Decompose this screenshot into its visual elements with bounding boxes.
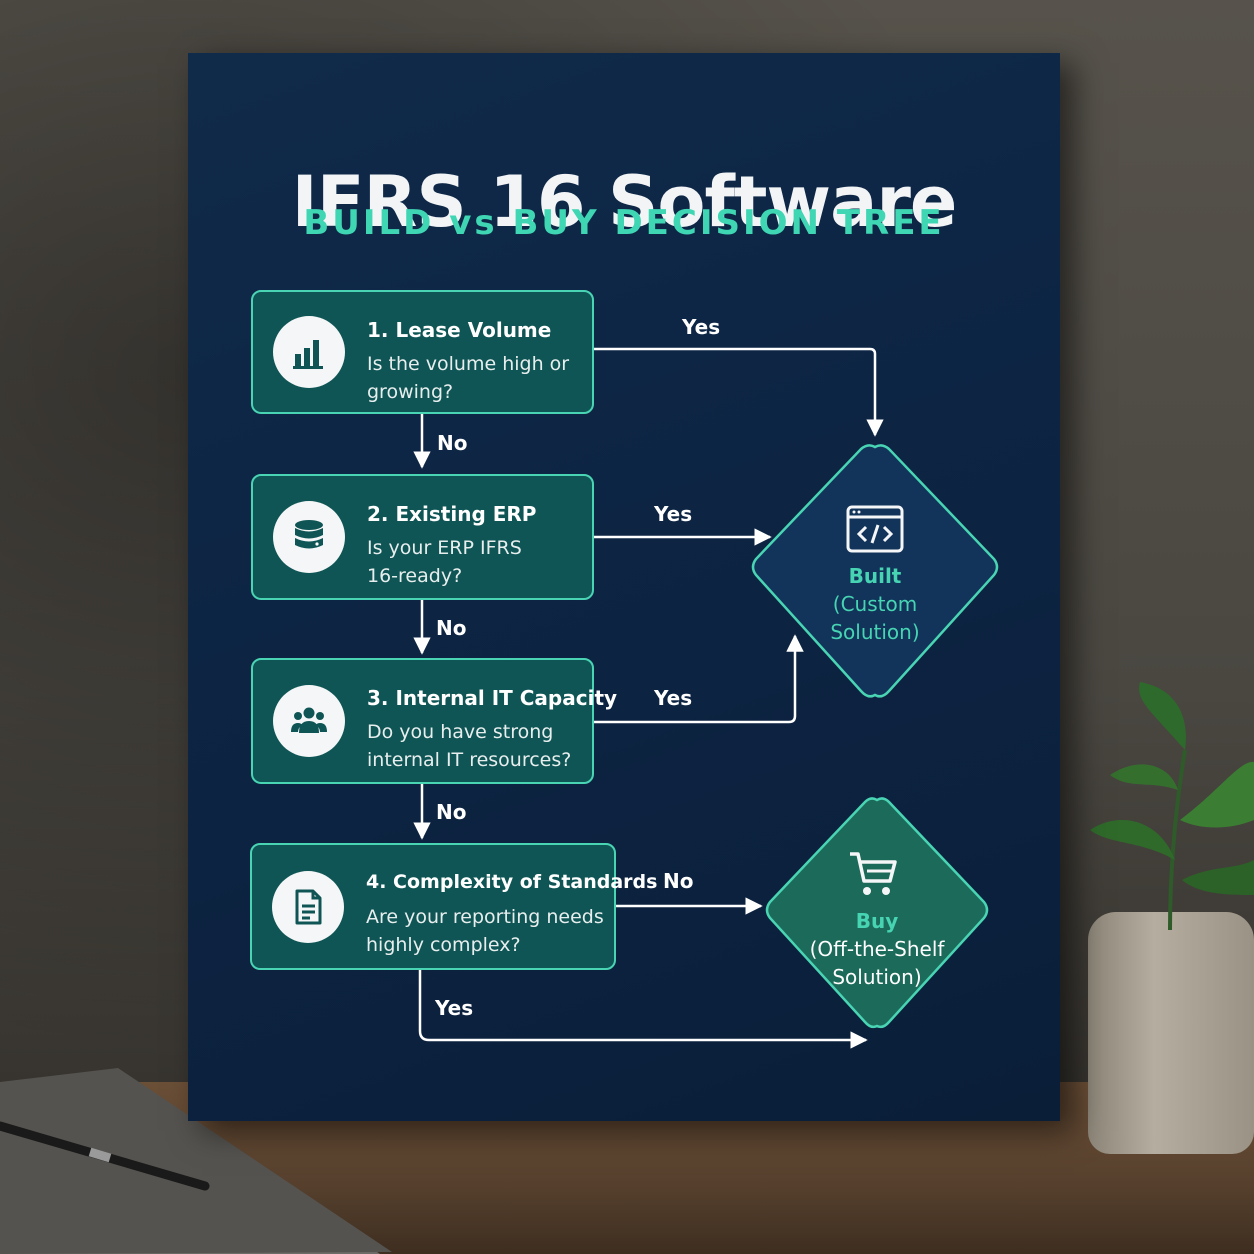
step-title: 3. Internal IT Capacity (367, 686, 618, 710)
edge-label-s3-yes: Yes (654, 686, 693, 710)
poster-subtitle: BUILD vs BUY DECISION TREE (303, 203, 945, 243)
bar-chart-icon (293, 340, 323, 369)
shopping-cart-icon (850, 852, 897, 895)
step-question: Is the volume high or growing? (367, 353, 570, 403)
connector-arrows (413, 347, 884, 1049)
step-node-existing-erp: 2. Existing ERP Is your ERP IFRS 16-read… (251, 474, 594, 600)
edge-label-s2-yes: Yes (654, 502, 693, 526)
poster-title: IFRS 16 Software (291, 161, 958, 243)
outcome-build-head: Built (848, 564, 902, 588)
edge-label-s1-yes: Yes (682, 315, 721, 339)
outcome-build-detail: (Custom Solution) (830, 592, 920, 644)
step-title: 1. Lease Volume (367, 318, 552, 342)
outcome-buy-label: Buy (Off-the-Shelf Solution) (806, 907, 948, 991)
edge-label-s3-no: No (436, 800, 467, 824)
step-node-internal-it-capacity: 3. Internal IT Capacity Do you have stro… (251, 658, 617, 784)
step-question: Are your reporting needs highly complex? (366, 906, 604, 956)
outcome-buy-diamond (765, 797, 989, 1029)
decision-tree-poster: IFRS 16 Software BUILD vs BUY DECISION T… (188, 53, 1060, 1121)
edge-label-s2-no: No (436, 616, 467, 640)
users-icon (291, 707, 327, 733)
database-icon (295, 520, 323, 549)
notebook-with-pen (0, 1068, 392, 1254)
edge-label-s1-no: No (437, 431, 468, 455)
outcome-buy-head: Buy (855, 909, 899, 933)
step-title: 4. Complexity of Standards (366, 871, 658, 893)
plant-pot (1088, 912, 1254, 1154)
step-question: Do you have strong internal IT resources… (367, 721, 572, 771)
outcome-buy-detail: (Off-the-Shelf Solution) (809, 937, 945, 989)
step-question: Is your ERP IFRS 16-ready? (367, 537, 522, 587)
edge-label-s4-yes: Yes (435, 996, 474, 1020)
edge-s4-yes (418, 970, 868, 1049)
code-window-icon (846, 505, 904, 553)
plant-leaves (1090, 682, 1254, 931)
edge-label-s4-no: No (663, 869, 694, 893)
step-node-lease-volume: 1. Lease Volume Is the volume high or gr… (251, 290, 594, 414)
edge-s3-yes (594, 634, 804, 724)
outcome-build-diamond (751, 444, 999, 698)
outcome-build-label: Built (Custom Solution) (806, 562, 944, 646)
step-node-complexity-of-standards: 4. Complexity of Standards Are your repo… (250, 843, 657, 970)
document-icon (295, 889, 322, 924)
step-title: 2. Existing ERP (367, 502, 537, 526)
edge-s1-yes (594, 347, 884, 437)
